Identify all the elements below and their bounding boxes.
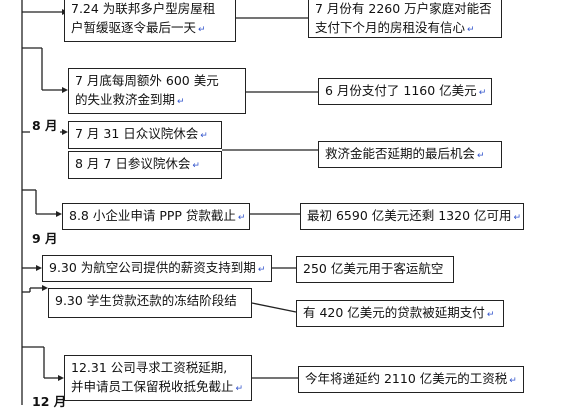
event-text: 8 月 7 日参议院休会 — [75, 156, 191, 171]
note-box-airline-amount: 250 亿美元用于客运航空 — [296, 256, 454, 283]
event-text: 12.31 公司寻求工资税延期, — [71, 360, 228, 375]
event-text: 7 月底每周额外 600 美元 — [75, 73, 219, 88]
event-box-ppp-deadline: 8.8 小企业申请 PPP 贷款截止↵ — [62, 203, 250, 230]
note-box-rent-confidence: 7 月份有 2260 万户家庭对能否 支付下个月的房租没有信心↵ — [308, 0, 502, 38]
event-box-eviction: 7.24 为联邦多户型房屋租 户暂缓驱逐令最后一天↵ — [64, 0, 236, 42]
event-box-payroll-tax: 12.31 公司寻求工资税延期, 并申请员工保留税收抵免截止↵ — [64, 355, 252, 401]
event-text: 8.8 小企业申请 PPP 贷款截止 — [69, 208, 236, 223]
note-text: 250 亿美元用于客运航空 — [303, 261, 444, 276]
event-box-senate-recess: 8 月 7 日参议院休会↵ — [68, 151, 222, 179]
event-text: 7 月 31 日众议院休会 — [75, 126, 199, 141]
note-box-june-paid: 6 月份支付了 1160 亿美元↵ — [318, 78, 492, 105]
note-box-deferred-loans: 有 420 亿美元的贷款被延期支付↵ — [296, 300, 504, 327]
note-box-ppp-remaining: 最初 6590 亿美元还剩 1320 亿可用↵ — [300, 203, 524, 230]
note-box-deferred-payroll-tax: 今年将递延约 2110 亿美元的工资税↵ — [298, 366, 524, 393]
note-text: 支付下个月的房租没有信心 — [315, 20, 466, 35]
note-text: 最初 6590 亿美元还剩 1320 亿可用 — [307, 208, 512, 223]
note-text: 救济金能否延期的最后机会 — [325, 146, 476, 161]
month-label-december: 12 月 — [30, 394, 69, 409]
event-text: 9.30 学生贷款还款的冻结阶段结 — [55, 293, 237, 308]
event-text: 的失业救济金到期 — [75, 92, 176, 107]
event-text: 7.24 为联邦多户型房屋租 — [71, 1, 216, 16]
event-text: 并申请员工保留税收抵免截止 — [71, 379, 234, 394]
event-box-house-recess: 7 月 31 日众议院休会↵ — [68, 121, 222, 149]
note-text: 6 月份支付了 1160 亿美元 — [325, 83, 477, 98]
note-text: 有 420 亿美元的贷款被延期支付 — [303, 305, 485, 320]
month-label-september: 9 月 — [30, 231, 60, 246]
event-text: 9.30 为航空公司提供的薪资支持到期 — [49, 260, 256, 275]
note-text: 今年将递延约 2110 亿美元的工资税 — [305, 371, 508, 386]
note-box-last-chance: 救济金能否延期的最后机会↵ — [318, 141, 502, 168]
note-text: 7 月份有 2260 万户家庭对能否 — [315, 1, 492, 16]
month-label-august: 8 月 — [30, 118, 60, 133]
event-box-airline-payroll: 9.30 为航空公司提供的薪资支持到期↵ — [42, 255, 272, 282]
event-box-student-loans: 9.30 学生贷款还款的冻结阶段结 — [48, 288, 252, 318]
event-text: 户暂缓驱逐令最后一天 — [71, 20, 197, 35]
event-box-unemployment: 7 月底每周额外 600 美元 的失业救济金到期↵ — [68, 68, 246, 114]
